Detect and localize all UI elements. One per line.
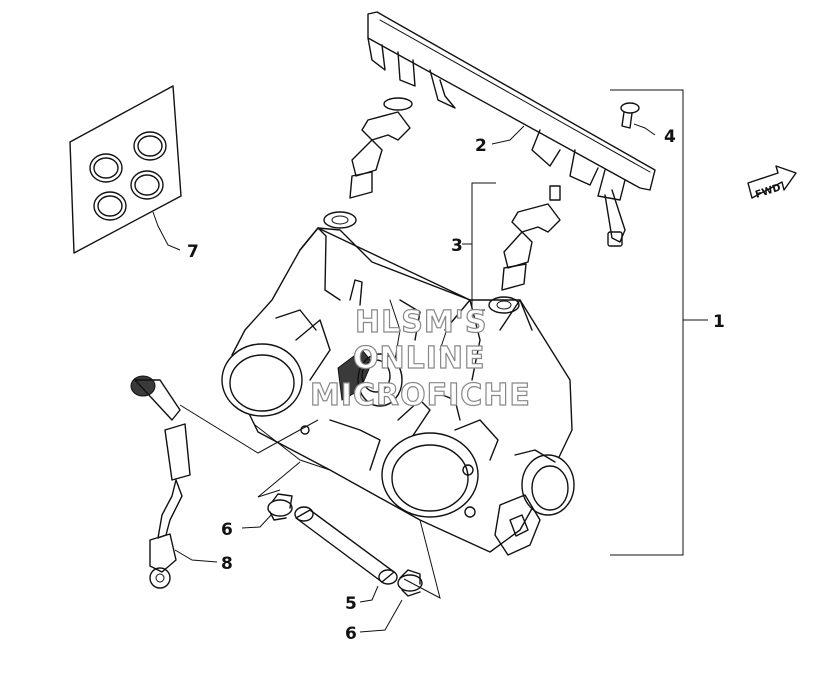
callout-5: 5	[345, 594, 357, 614]
fwd-direction-arrow: FWD	[747, 165, 797, 201]
part-5-hose	[294, 506, 398, 585]
callout-2: 2	[475, 136, 487, 156]
callout-labels: 1 2 3 4 5 6 6 7 8	[187, 127, 725, 644]
fwd-label: FWD	[754, 182, 782, 201]
watermark-line-3: MICROFICHE	[310, 378, 531, 413]
callout-4: 4	[664, 127, 676, 147]
part-3-injector-left	[323, 97, 413, 229]
part-8-sensor-cable	[130, 375, 191, 589]
callout-6-lower: 6	[345, 624, 357, 644]
callout-3: 3	[451, 236, 463, 256]
watermark: HLSM'S ONLINE MICROFICHE	[309, 304, 531, 413]
callout-7: 7	[187, 242, 199, 262]
leader-lines	[152, 89, 708, 633]
callout-1: 1	[713, 312, 725, 332]
part-3-injector-right	[488, 185, 561, 314]
part-4-screw	[620, 102, 640, 129]
callout-6-upper: 6	[221, 520, 233, 540]
callout-8: 8	[221, 554, 233, 574]
part-7-gasket-kit	[69, 85, 182, 254]
watermark-line-1: HLSM'S	[355, 305, 487, 340]
part-6-clamp-lower	[397, 569, 423, 597]
part-6-clamp-upper	[267, 493, 293, 521]
throttle-body-assembly	[221, 227, 575, 556]
watermark-line-2: ONLINE	[353, 341, 486, 376]
part-2-fuel-rail	[367, 11, 656, 247]
